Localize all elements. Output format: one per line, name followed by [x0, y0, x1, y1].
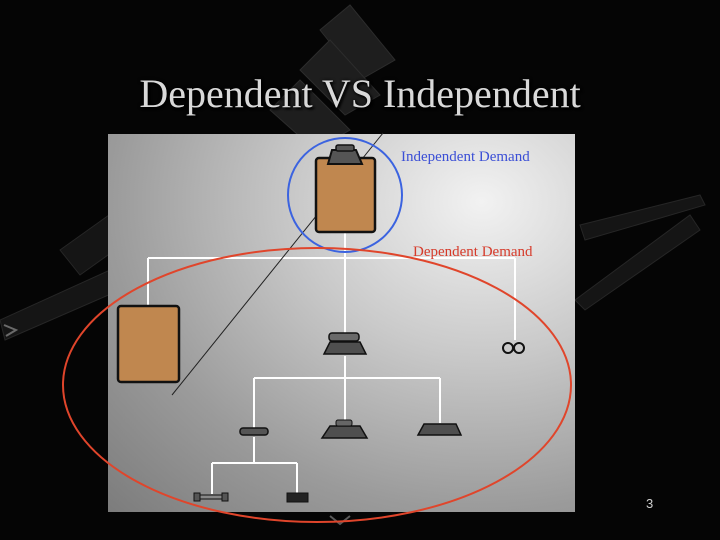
- independent-demand-circle: [287, 137, 403, 253]
- slide-title: Dependent VS Independent: [139, 71, 581, 116]
- page-number: 3: [646, 496, 654, 511]
- component-clamp-icon: [322, 332, 368, 355]
- component-rod-icon: [239, 427, 269, 436]
- component-cap-icon: [416, 423, 463, 436]
- component-ring-pair-icon: [502, 342, 525, 354]
- component-block-icon: [286, 492, 309, 503]
- component-clamp-base-icon: [320, 419, 369, 439]
- component-pin-icon: [193, 492, 229, 502]
- independent-demand-label: Independent Demand: [401, 149, 530, 165]
- dependent-demand-label: Dependent Demand: [413, 244, 533, 260]
- dependent-demand-ellipse: [62, 247, 572, 523]
- end-item-clipboard-icon: [314, 144, 377, 234]
- clipboard-icon: [116, 304, 181, 384]
